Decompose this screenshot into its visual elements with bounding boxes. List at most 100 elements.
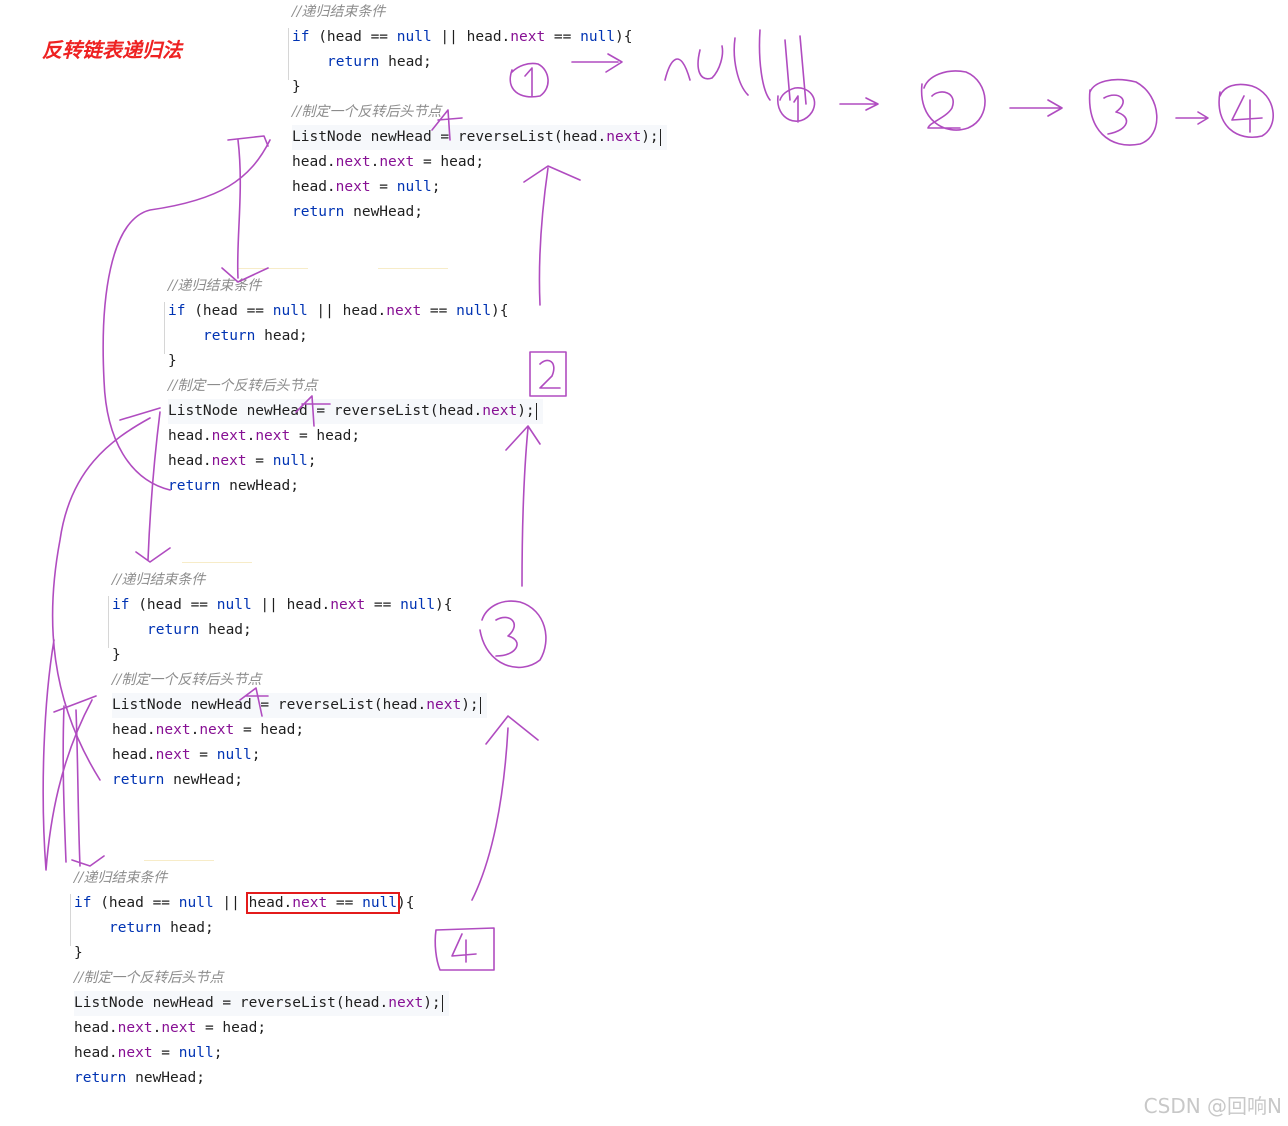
field-next: next bbox=[388, 995, 424, 1011]
field-next: next bbox=[335, 154, 371, 170]
close-brace: ){ bbox=[491, 303, 509, 319]
field-next: next bbox=[255, 428, 291, 444]
dot: . bbox=[501, 29, 511, 45]
assign: = bbox=[246, 453, 273, 469]
dot: . bbox=[190, 722, 200, 738]
null-keyword: null bbox=[456, 303, 492, 319]
watermark: CSDN @回响N bbox=[1143, 1094, 1282, 1118]
next-null-assign-line: head.next = null; bbox=[292, 175, 440, 200]
closing-brace: } bbox=[292, 79, 301, 95]
field-next: next bbox=[426, 697, 462, 713]
field-next: next bbox=[292, 895, 328, 911]
field-next: next bbox=[379, 154, 415, 170]
return-head: head; bbox=[199, 622, 252, 638]
semicolon: ; bbox=[251, 747, 261, 763]
field-next: next bbox=[335, 179, 371, 195]
decl-end: ); bbox=[423, 995, 441, 1011]
return-keyword: return bbox=[147, 622, 200, 638]
call-arrow-frame3-to-4 bbox=[53, 695, 105, 867]
null-keyword: null bbox=[216, 597, 252, 613]
text-caret bbox=[441, 994, 444, 1012]
head-ref: head bbox=[466, 29, 502, 45]
field-next: next bbox=[510, 29, 546, 45]
call-arrow-frame2-to-3 bbox=[119, 407, 171, 563]
comment-new-head: //制定一个反转后头节点 bbox=[112, 672, 262, 688]
editor-shade bbox=[144, 860, 214, 861]
node-4-circle bbox=[1218, 83, 1274, 138]
dot: . bbox=[370, 154, 380, 170]
dot: . bbox=[202, 453, 212, 469]
assign-head: = head; bbox=[290, 428, 361, 444]
decl-end: ); bbox=[517, 403, 535, 419]
open-paren: (head == bbox=[309, 29, 397, 45]
comment-end-condition: //递归结束条件 bbox=[74, 870, 168, 886]
listnode-decl: ListNode newHead = reverseList(head. bbox=[112, 697, 427, 713]
head-ref: head bbox=[286, 597, 322, 613]
indent-guide bbox=[108, 596, 109, 648]
code-frame-1: //递归结束条件 if (head == null || head.next ==… bbox=[288, 0, 852, 269]
semicolon: ; bbox=[431, 179, 441, 195]
null-keyword: null bbox=[396, 179, 432, 195]
indent-guide bbox=[70, 894, 71, 946]
field-next: next bbox=[482, 403, 518, 419]
closing-brace: } bbox=[168, 353, 177, 369]
dot: . bbox=[202, 428, 212, 444]
dot: . bbox=[283, 895, 293, 911]
field-next: next bbox=[211, 453, 247, 469]
editor-shade bbox=[238, 268, 308, 269]
if-keyword: if bbox=[168, 303, 186, 319]
closing-brace: } bbox=[112, 647, 121, 663]
return-newhead-line: return newHead; bbox=[168, 474, 299, 499]
assign-head: = head; bbox=[234, 722, 305, 738]
listnode-decl-line: ListNode newHead = reverseList(head.next… bbox=[292, 125, 668, 150]
dot: . bbox=[108, 1020, 118, 1036]
dot: . bbox=[146, 722, 156, 738]
arrow-2-3 bbox=[1009, 99, 1063, 117]
indent-guide bbox=[164, 302, 165, 354]
if-statement: if (head == null || head.next == null){ bbox=[112, 593, 453, 618]
field-next: next bbox=[117, 1045, 153, 1061]
return-newhead: newHead; bbox=[164, 772, 243, 788]
field-next: next bbox=[161, 1020, 197, 1036]
listnode-decl-line: ListNode newHead = reverseList(head.next… bbox=[112, 693, 488, 718]
null-keyword: null bbox=[272, 303, 308, 319]
listnode-decl: ListNode newHead = reverseList(head. bbox=[168, 403, 483, 419]
field-next: next bbox=[330, 597, 366, 613]
return-newhead: newHead; bbox=[344, 204, 423, 220]
eq: == bbox=[421, 303, 457, 319]
dot: . bbox=[152, 1020, 162, 1036]
next-null-assign-line: head.next = null; bbox=[168, 449, 316, 474]
comment-end-condition: //递归结束条件 bbox=[292, 4, 386, 20]
highlighted-condition: head.next == null bbox=[245, 892, 401, 914]
next-null-assign-line: head.next = null; bbox=[74, 1041, 222, 1066]
semicolon: ; bbox=[213, 1045, 223, 1061]
listnode-decl-line: ListNode newHead = reverseList(head.next… bbox=[74, 991, 450, 1016]
node-3-circle bbox=[1088, 78, 1158, 146]
call-arrow-frame1-to-2 bbox=[221, 135, 269, 283]
dot: . bbox=[321, 597, 331, 613]
eq: == bbox=[545, 29, 581, 45]
null-keyword: null bbox=[400, 597, 436, 613]
return-keyword: return bbox=[168, 478, 221, 494]
open-paren: (head == bbox=[129, 597, 217, 613]
comment-new-head: //制定一个反转后头节点 bbox=[74, 970, 224, 986]
listnode-decl-line: ListNode newHead = reverseList(head.next… bbox=[168, 399, 544, 424]
null-keyword: null bbox=[396, 29, 432, 45]
semicolon: ; bbox=[307, 453, 317, 469]
open-paren: (head == bbox=[91, 895, 179, 911]
if-statement: if (head == null || head.next == null){ bbox=[292, 25, 633, 50]
head-ref: head bbox=[168, 428, 203, 444]
return-head: head; bbox=[161, 920, 214, 936]
comment-new-head: //制定一个反转后头节点 bbox=[292, 104, 442, 120]
next-next-assign-line: head.next.next = head; bbox=[74, 1016, 266, 1041]
return-keyword: return bbox=[292, 204, 345, 220]
head-ref: head bbox=[112, 722, 147, 738]
eq: == bbox=[365, 597, 401, 613]
return-newhead-line: return newHead; bbox=[112, 768, 243, 793]
return-newhead-line: return newHead; bbox=[74, 1066, 205, 1091]
head-ref: head bbox=[74, 1045, 109, 1061]
field-next: next bbox=[211, 428, 247, 444]
comment-end-condition: //递归结束条件 bbox=[112, 572, 206, 588]
dot: . bbox=[326, 154, 336, 170]
